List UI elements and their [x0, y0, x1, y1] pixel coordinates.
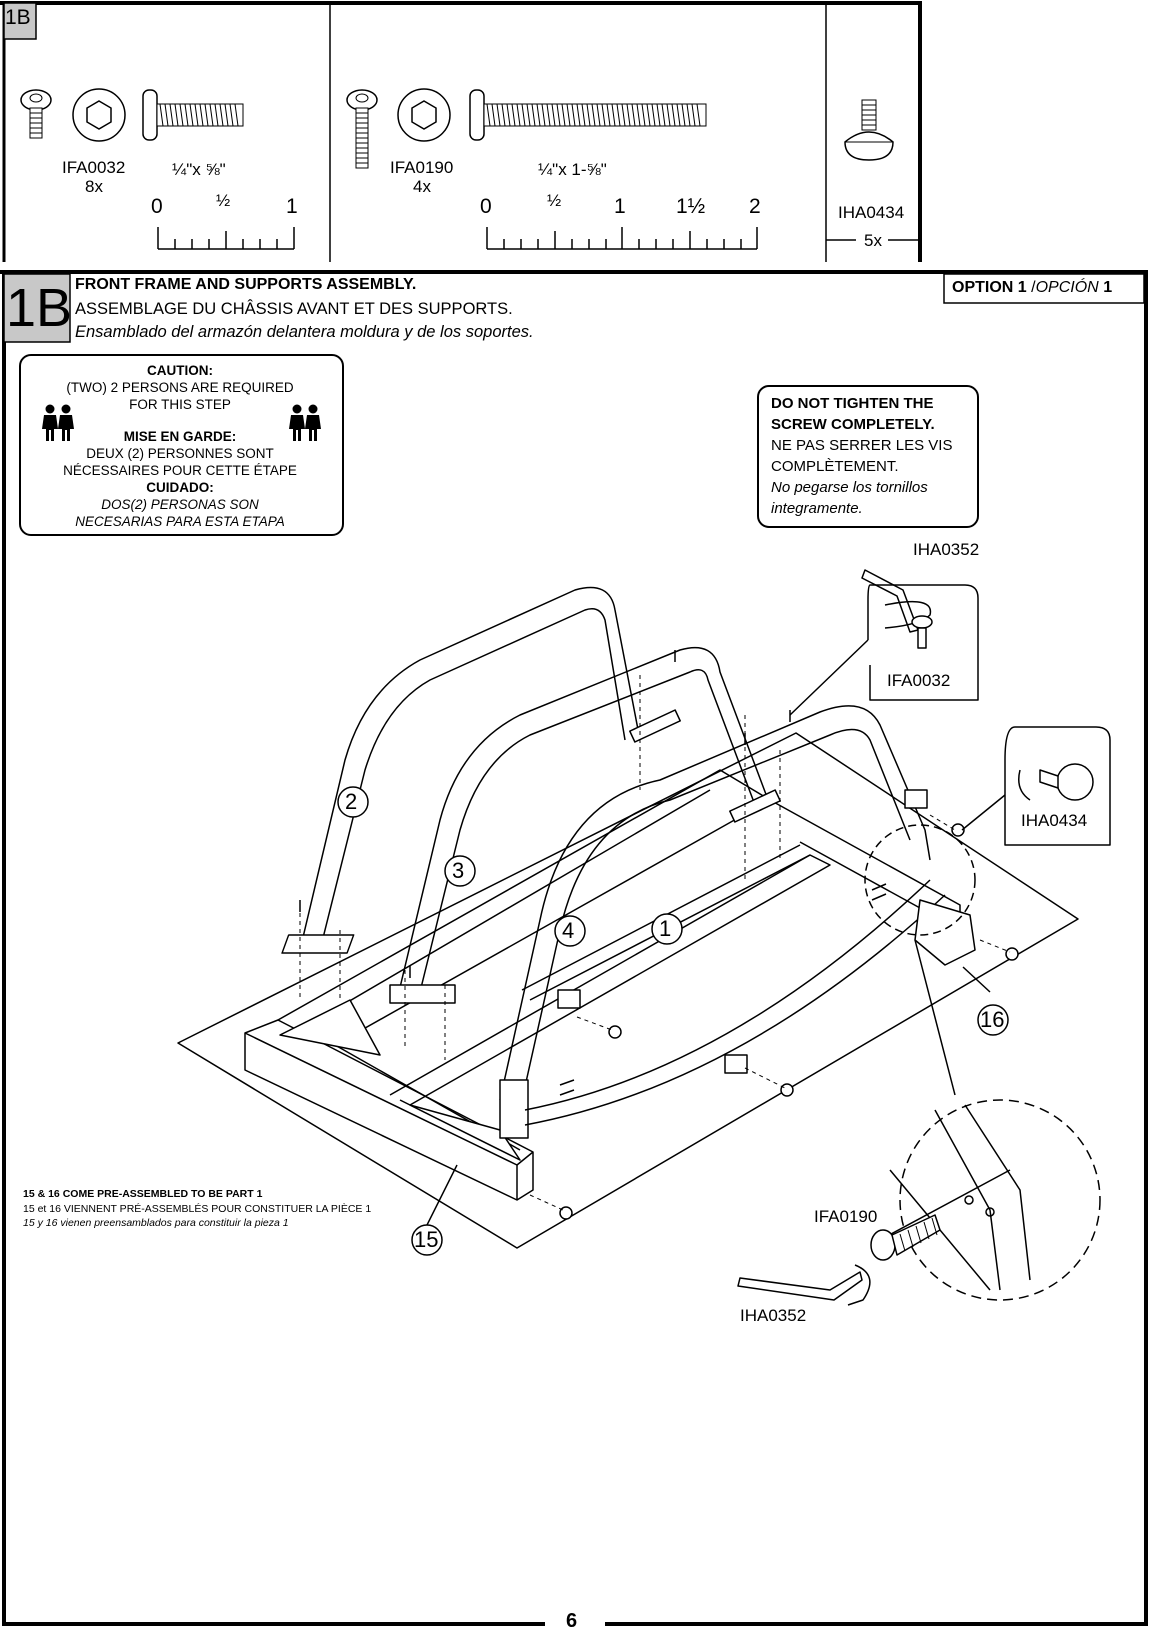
callout-screw-top: IFA0032 [887, 671, 951, 690]
option-label: OPTION 1 /OPCIÓN 1 [952, 279, 1113, 296]
ruler-large-label-1: 1 [614, 195, 626, 218]
screw-ifa0032-icon [20, 89, 52, 139]
hardware-qty-ifa0190: 4x [413, 177, 431, 196]
caution-box [19, 354, 344, 536]
screw-side-view-icon [142, 89, 244, 141]
warning-box: DO NOT TIGHTEN THE SCREW COMPLETELY. NE … [757, 385, 979, 528]
bolt-side-view-icon [469, 89, 707, 141]
part-bubbles [337, 786, 1009, 1256]
hardware-size-ifa0032: ¼"x ⅝" [172, 160, 226, 179]
part-15-label: 15 [414, 1227, 439, 1252]
two-persons-icon-left [42, 404, 74, 441]
part-4-label: 4 [562, 918, 575, 943]
hardware-code-ifa0032: IFA0032 [62, 158, 126, 177]
ruler-small-label-0: 0 [151, 195, 163, 218]
hardware-code-iha0434: IHA0434 [838, 203, 905, 222]
ruler-large-label-2: 2 [749, 195, 761, 218]
note-fr: 15 et 16 VIENNENT PRÉ-ASSEMBLÉS POUR CON… [23, 1203, 372, 1215]
bolt-head-front-icon [397, 88, 451, 142]
part-2-label: 2 [345, 789, 358, 814]
hardware-step-tag: 1B [5, 6, 31, 29]
assembly-drawing [177, 569, 1111, 1306]
page-number: 6 [566, 1610, 578, 1632]
ruler-small [157, 227, 295, 250]
ruler-large-label-half: ½ [547, 191, 562, 210]
screw-detail-icon [911, 615, 933, 649]
note-en: 15 & 16 COME PRE-ASSEMBLED TO BE PART 1 [23, 1188, 263, 1200]
step-number: 1B [6, 278, 73, 338]
ruler-large-label-0: 0 [480, 195, 492, 218]
cap-ihα0434-icon [844, 99, 894, 161]
screw-ifa0190-icon [346, 89, 378, 169]
hardware-qty-iha0434: 5x [864, 231, 882, 250]
ruler-large [486, 227, 758, 250]
callout-bolt-detail: IFA0190 [814, 1207, 878, 1226]
hardware-strip [0, 1, 922, 262]
cap-detail-icon [1018, 763, 1094, 801]
step-title-es: Ensamblado del armazón delantera moldura… [75, 323, 534, 341]
hardware-size-ifa0190: ¼"x 1-⅝" [538, 160, 607, 179]
part-3-label: 3 [452, 858, 465, 883]
part-1-label: 1 [659, 916, 672, 941]
note-es: 15 y 16 vienen preensamblados para const… [23, 1217, 289, 1229]
callout-hex-key-top: IHA0352 [913, 540, 980, 559]
ruler-large-label-1-half: 1½ [676, 195, 706, 218]
two-persons-icon-right [289, 404, 321, 441]
callout-hex-key-bottom: IHA0352 [740, 1306, 807, 1325]
hardware-code-ifa0190: IFA0190 [390, 158, 454, 177]
ruler-small-label-1: 1 [286, 195, 298, 218]
screw-head-front-icon [72, 88, 126, 142]
step-title-en: FRONT FRAME AND SUPPORTS ASSEMBLY. [75, 276, 417, 293]
callout-cap: IHA0434 [1021, 811, 1088, 830]
caution-text: CAUTION: (TWO) 2 PERSONS ARE REQUIRED FO… [63, 363, 297, 529]
ruler-small-label-half: ½ [216, 191, 231, 210]
bolt-ifa0190-detail-icon [870, 1214, 941, 1261]
step-frame [0, 270, 1148, 1626]
part-16-label: 16 [980, 1007, 1005, 1032]
step-title-fr: ASSEMBLAGE DU CHÂSSIS AVANT ET DES SUPPO… [75, 300, 513, 318]
hardware-qty-ifa0032: 8x [85, 177, 103, 196]
